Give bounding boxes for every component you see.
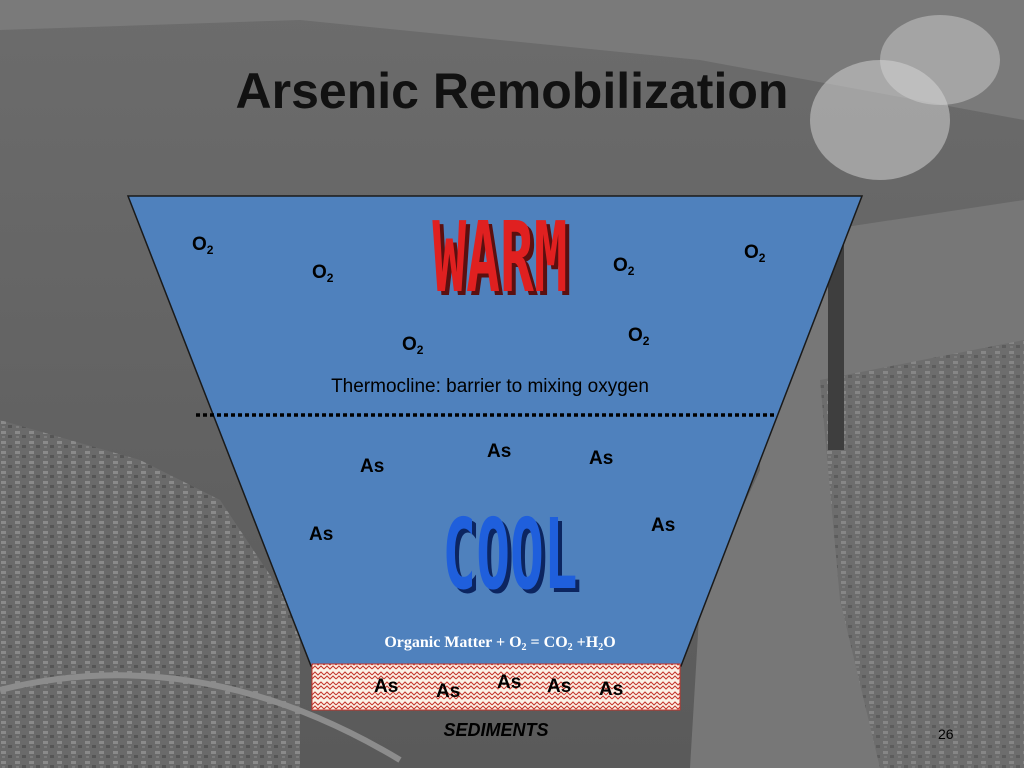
arsenic-label: As [589,448,614,469]
oxygen-label: O2 [402,334,424,357]
sediment-arsenic-label: As [374,676,399,697]
warm-word: WARM [436,204,571,318]
oxygen-label: O2 [613,255,635,278]
oxygen-label: O2 [628,325,650,348]
sediment-arsenic-label: As [599,679,624,700]
cool-word-front: COOL [442,497,577,611]
oxygen-label: O2 [192,234,214,257]
sediment-arsenic-label: As [547,676,572,697]
thermocline-label: Thermocline: barrier to mixing oxygen [331,376,649,397]
sediment-arsenic-label: As [497,672,522,693]
oxygen-label: O2 [312,262,334,285]
oxygen-label: O2 [744,242,766,265]
page-number: 26 [938,726,954,742]
cool-word: COOL [446,501,581,615]
sediment-layer [311,663,681,711]
warm-word-front: WARM [432,200,567,314]
sediment-arsenic-label: As [436,681,461,702]
decomposition-reaction: Organic Matter + O2 = CO2 +H2O [384,634,616,653]
arsenic-label: As [360,456,385,477]
sediments-label: SEDIMENTS [443,720,549,740]
arsenic-label: As [309,524,334,545]
arsenic-label: As [651,515,676,536]
slide-title: Arsenic Remobilization [235,63,789,119]
water-basin [126,195,864,667]
arsenic-label: As [487,441,512,462]
